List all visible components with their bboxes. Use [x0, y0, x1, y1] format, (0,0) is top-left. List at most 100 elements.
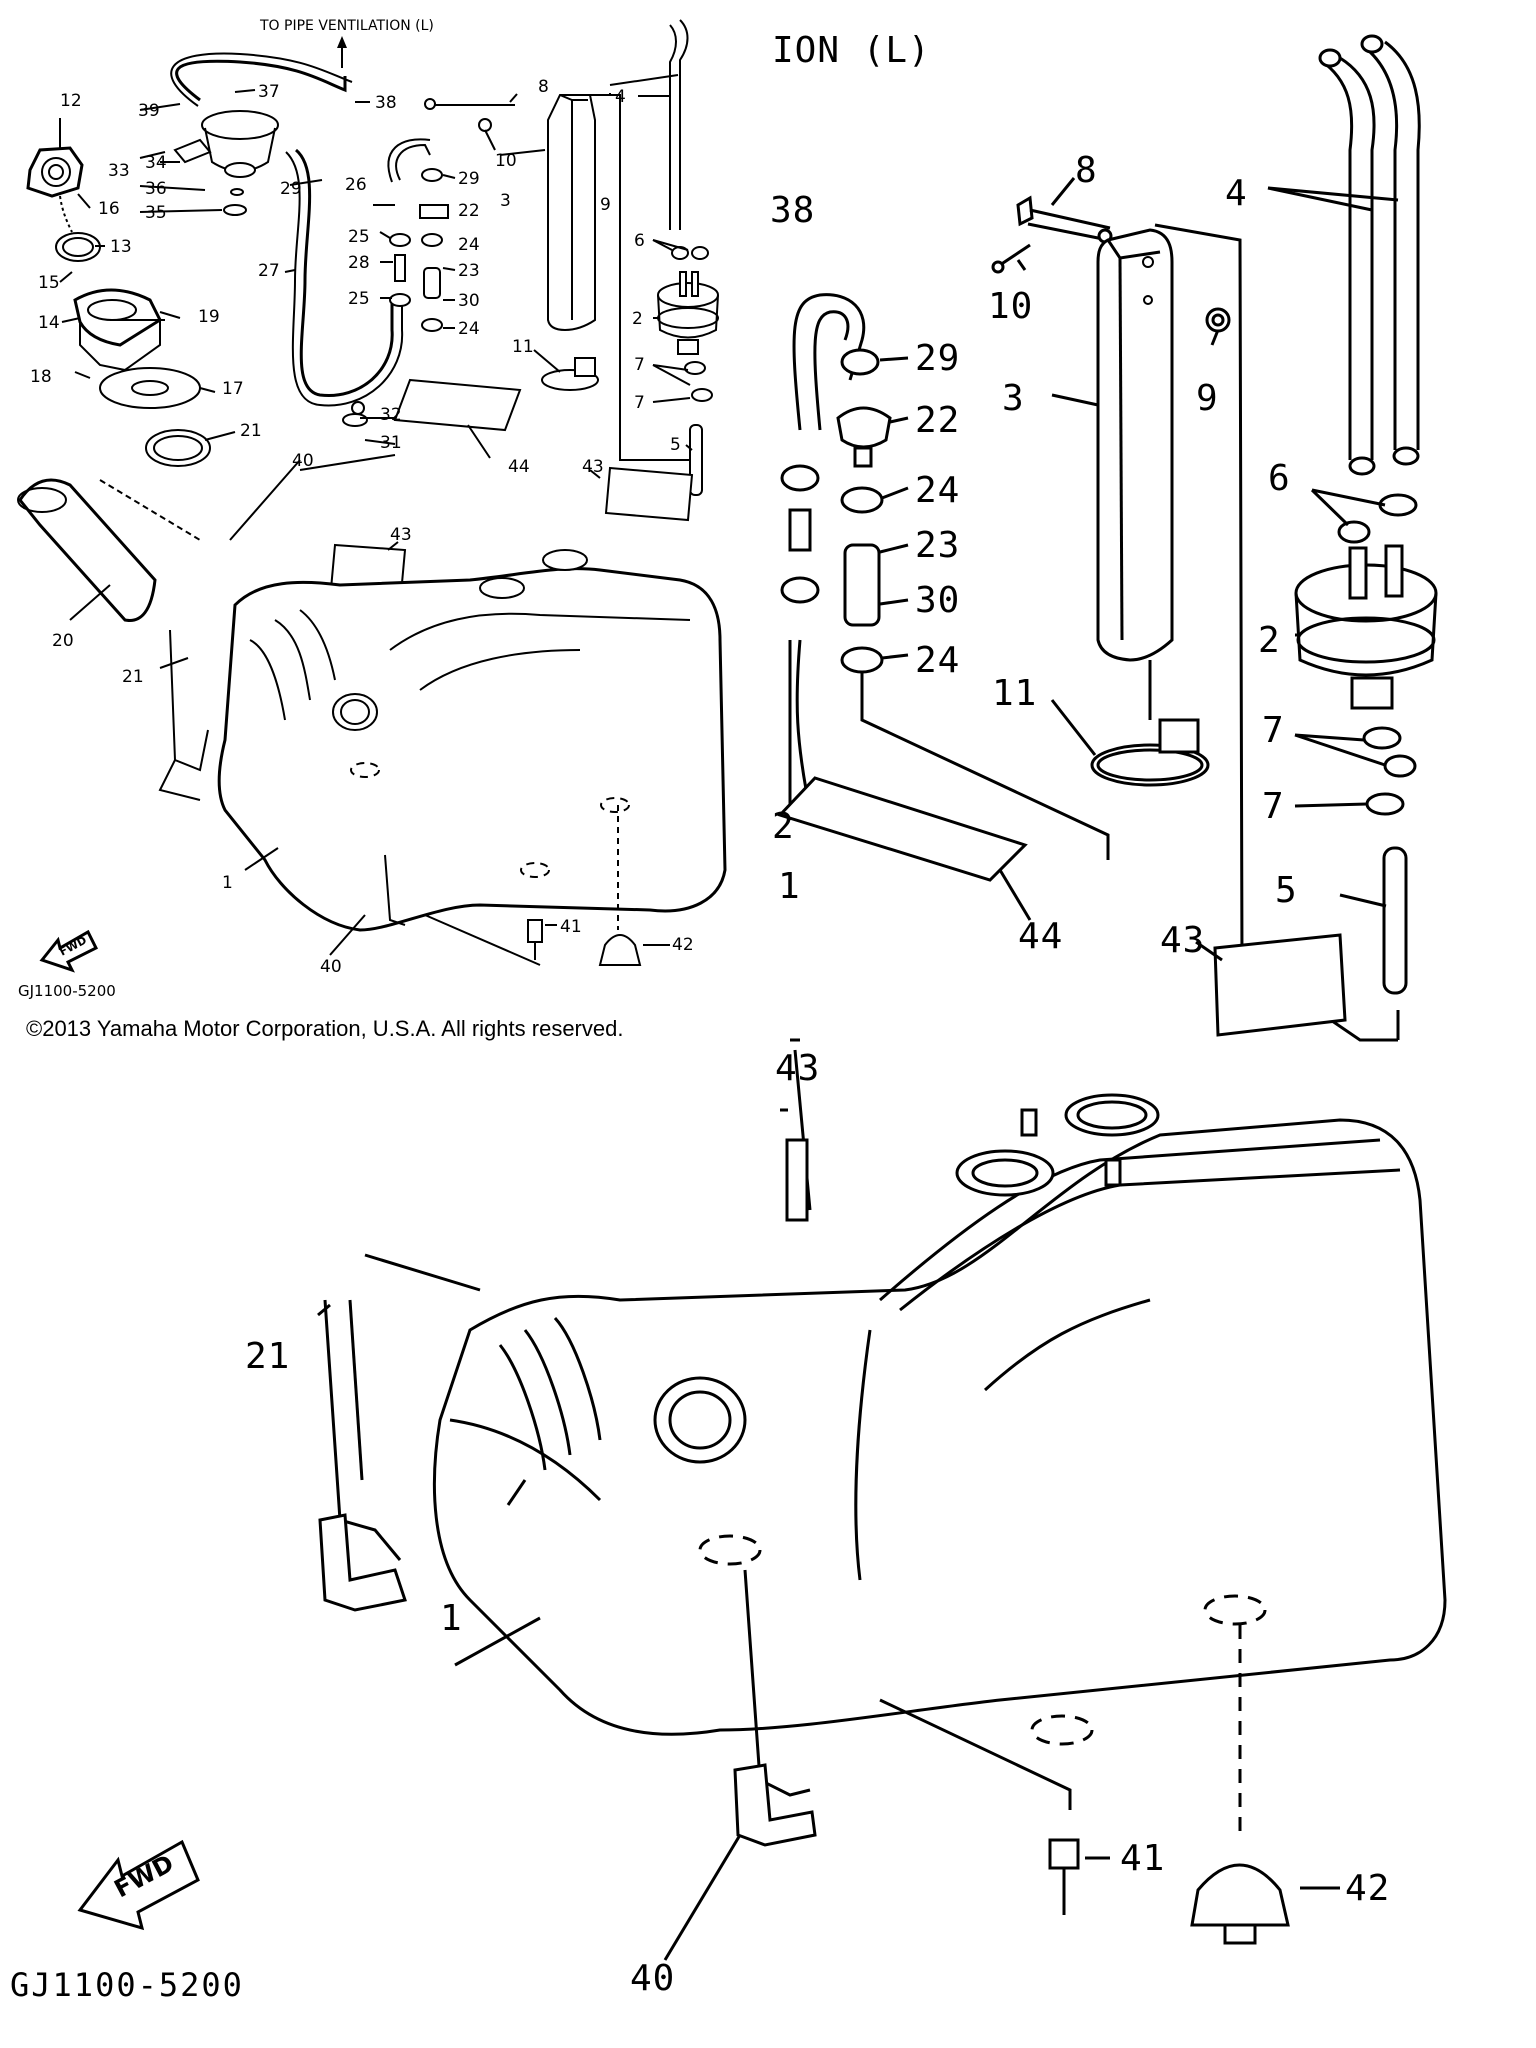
- callout-44: 44: [508, 457, 530, 477]
- overview-diagram: TO PIPE VENTILATION (L): [17, 18, 727, 1000]
- zoom-callout-24-upper: 24: [915, 470, 960, 511]
- overview-top-note: TO PIPE VENTILATION (L): [259, 18, 434, 34]
- callout-20: 20: [52, 631, 74, 651]
- callout-16: 16: [98, 199, 120, 219]
- callout-3: 3: [500, 191, 511, 211]
- pipe-5-zoom: [1382, 846, 1408, 995]
- hose-20: [18, 478, 157, 622]
- zoom-callout-8: 8: [1075, 150, 1098, 191]
- zoom-callout-30: 30: [915, 580, 960, 621]
- callout-24-upper: 24: [458, 235, 480, 255]
- zoom-callout-38: 38: [770, 190, 815, 231]
- check-valve-22: [419, 204, 449, 219]
- callout-13: 13: [110, 237, 132, 257]
- callout-1: 1: [222, 873, 233, 893]
- overview-fwd-arrow: FWD: [39, 929, 99, 973]
- pad-43-right: [604, 466, 694, 522]
- callout-36: 36: [145, 179, 167, 199]
- zoom-callout-2: 2: [1258, 620, 1281, 661]
- callout-29-right: 29: [458, 169, 480, 189]
- zoom-callout-1-edge: 1: [778, 866, 801, 907]
- zoom-callout-9: 9: [1196, 378, 1219, 419]
- callout-21-lower: 21: [122, 667, 144, 687]
- callout-37: 37: [258, 82, 280, 102]
- zoom-callout-3: 3: [1002, 378, 1025, 419]
- zoom-callout-4: 4: [1225, 173, 1248, 214]
- pipe-4-left: [1319, 58, 1354, 460]
- callout-7-lower: 7: [634, 393, 645, 413]
- callout-22: 22: [458, 201, 480, 221]
- zoom-callouts: 38 8 4 10 9 3 29 22 24 6 23 30 2 24 11 7…: [245, 150, 1389, 1999]
- zoom-callout-43-left: 43: [775, 1048, 820, 1089]
- mount-42: [598, 934, 642, 966]
- zoom-callout-2-edge: 2: [772, 806, 795, 847]
- callout-34: 34: [145, 153, 167, 173]
- filler-neck-14: [73, 288, 162, 372]
- bolt-8: [1016, 195, 1034, 227]
- callout-32: 32: [380, 405, 402, 425]
- pad-44: [393, 378, 522, 432]
- zoom-callout-7-upper: 7: [1262, 710, 1285, 751]
- callout-9: 9: [600, 195, 611, 215]
- callout-4: 4: [615, 87, 626, 107]
- band-11-zoom: [1090, 743, 1210, 787]
- callout-30: 30: [458, 291, 480, 311]
- callout-10: 10: [495, 151, 517, 171]
- callout-23: 23: [458, 261, 480, 281]
- callout-42: 42: [672, 935, 694, 955]
- filter-23-zoom: [843, 543, 881, 627]
- callout-8: 8: [538, 77, 549, 97]
- callout-43-right: 43: [582, 457, 604, 477]
- callout-33: 33: [108, 161, 130, 181]
- vent-hose: [175, 59, 347, 102]
- hose-27: [294, 148, 394, 398]
- callout-17: 17: [222, 379, 244, 399]
- overview-callouts: 37 38 12 39 34 33 36 35 16 13 15 14 19 1…: [30, 77, 694, 977]
- callout-6: 6: [634, 231, 645, 251]
- check-valve-22-zoom: [836, 406, 892, 449]
- zoom-callout-11: 11: [992, 673, 1037, 714]
- callout-21-upper: 21: [240, 421, 262, 441]
- copyright-notice: ©2013 Yamaha Motor Corporation, U.S.A. A…: [26, 1016, 624, 1041]
- callout-24-lower: 24: [458, 319, 480, 339]
- filter-23: [423, 267, 441, 299]
- zoom-callout-7-lower: 7: [1262, 786, 1285, 827]
- callout-25-lower: 25: [348, 289, 370, 309]
- callout-43-left: 43: [390, 525, 412, 545]
- callout-19: 19: [198, 307, 220, 327]
- zoom-callout-43-right: 43: [1160, 920, 1205, 961]
- callout-40-lower: 40: [320, 957, 342, 977]
- fuel-tank-zoom: [432, 1093, 1447, 1746]
- zoom-callout-5: 5: [1275, 870, 1298, 911]
- callout-14: 14: [38, 313, 60, 333]
- zoom-callout-21: 21: [245, 1336, 290, 1377]
- zoom-callout-41: 41: [1120, 1838, 1165, 1879]
- callout-27: 27: [258, 261, 280, 281]
- zoom-callout-22: 22: [915, 400, 960, 441]
- fuel-filter-2: [657, 271, 719, 355]
- callout-31: 31: [380, 433, 402, 453]
- pad-44-zoom: [777, 776, 1028, 882]
- fuel-tank-overview: [217, 549, 727, 932]
- callout-12: 12: [60, 91, 82, 111]
- callout-25-upper: 25: [348, 227, 370, 247]
- callout-39: 39: [138, 101, 160, 121]
- callout-28: 28: [348, 253, 370, 273]
- pipe-5: [689, 424, 703, 496]
- pipe-4-right: [1361, 43, 1399, 450]
- callout-41: 41: [560, 917, 582, 937]
- fuel-filter-2-zoom: [1294, 544, 1438, 710]
- zoom-callout-23: 23: [915, 525, 960, 566]
- callout-11: 11: [512, 337, 534, 357]
- zoom-callout-40: 40: [630, 1958, 675, 1999]
- flange-17: [99, 367, 201, 409]
- zoom-callout-10: 10: [988, 286, 1033, 327]
- callout-38: 38: [375, 93, 397, 113]
- valve-assembly: [201, 110, 279, 140]
- zoom-callout-44: 44: [1018, 916, 1063, 957]
- callout-26: 26: [345, 175, 367, 195]
- zoom-callout-6: 6: [1268, 458, 1291, 499]
- zoom-code: GJ1100-5200: [10, 1966, 244, 2004]
